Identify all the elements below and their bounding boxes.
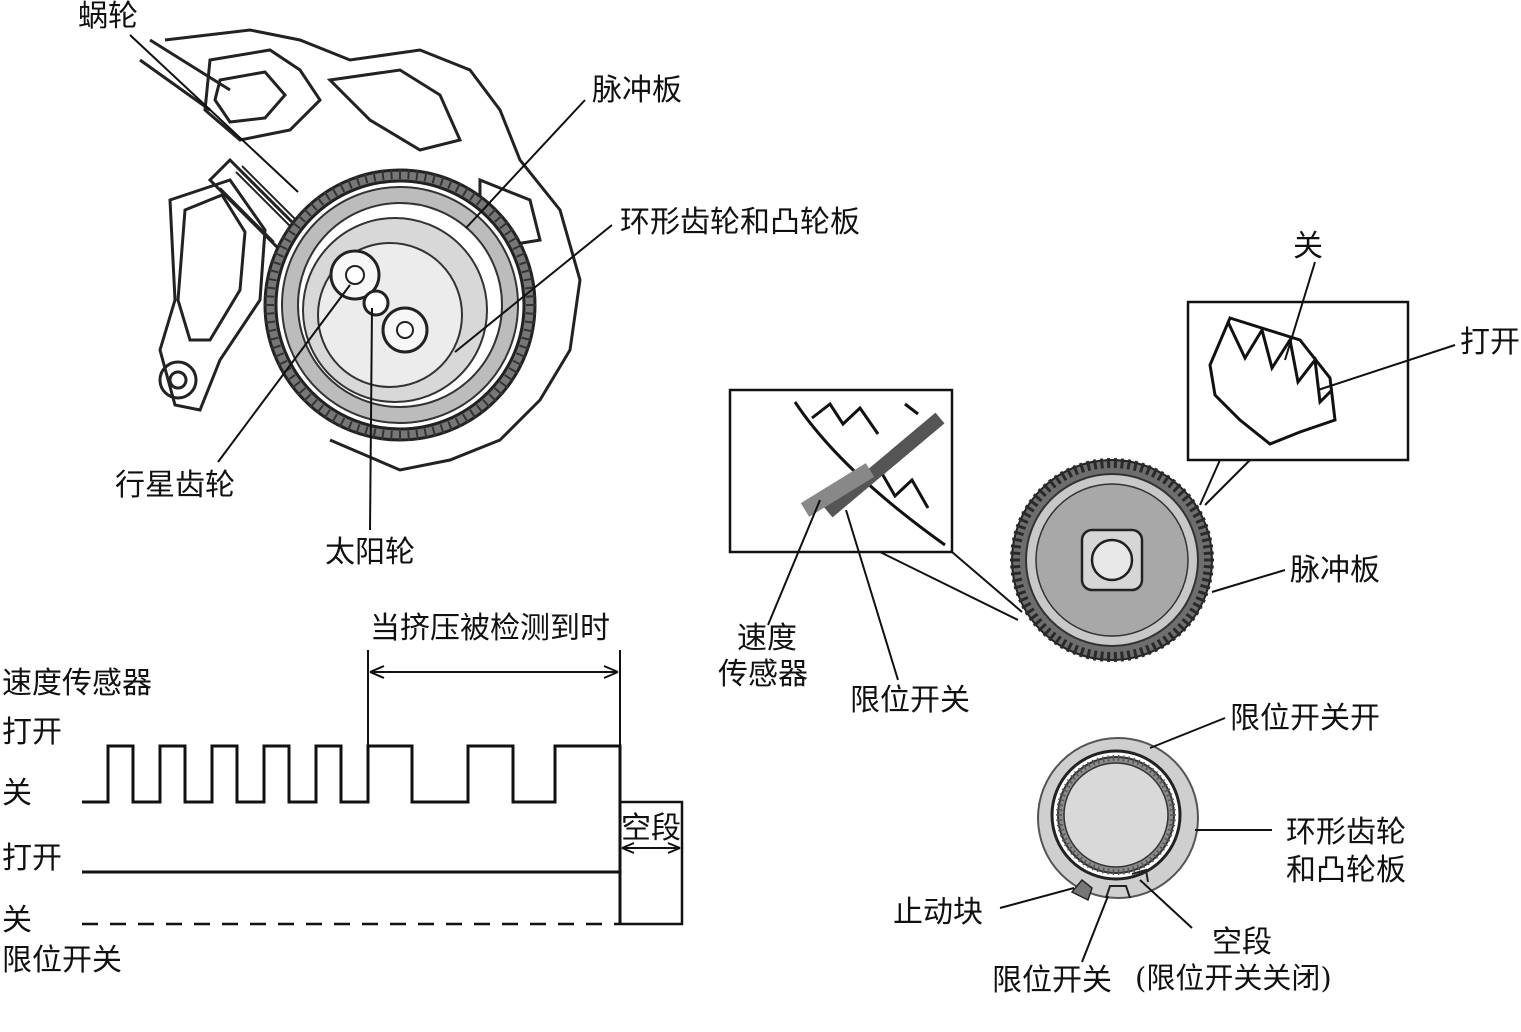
label-pulse-plate-right: 脉冲板 bbox=[1290, 553, 1380, 588]
pulse-plate-detail: 关 打开 速度 传感器 限位开关 脉冲板 bbox=[718, 229, 1520, 718]
gear-tooth bbox=[264, 313, 274, 314]
label-sun-gear: 太阳轮 bbox=[325, 535, 415, 570]
label-gap-note: (限位开关关闭) bbox=[1135, 961, 1332, 995]
gear-tooth bbox=[1203, 546, 1213, 547]
gear-tooth bbox=[408, 431, 409, 441]
gear-tooth bbox=[1101, 459, 1102, 469]
gear-tooth bbox=[265, 287, 275, 288]
sensor-zoom-box bbox=[730, 390, 952, 552]
gear-tooth bbox=[1011, 546, 1021, 547]
label-speed-close: 关 bbox=[2, 776, 32, 811]
gear-tooth bbox=[1094, 460, 1096, 470]
gear-tooth bbox=[382, 430, 383, 440]
gear-tooth bbox=[1128, 651, 1130, 661]
gear-tooth bbox=[265, 321, 275, 322]
label-speed-sensor-line2: 传感器 bbox=[718, 657, 808, 692]
gear-tooth bbox=[1108, 756, 1109, 762]
label-speed-sensor-line1: 速度 bbox=[737, 621, 797, 656]
gear-tooth bbox=[416, 170, 417, 180]
label-stopper: 止动块 bbox=[893, 895, 983, 930]
gear-tooth bbox=[1056, 820, 1062, 821]
label-ring-gear-cam-plate: 环形齿轮和凸轮板 bbox=[620, 205, 860, 240]
gear-tooth bbox=[1123, 756, 1124, 762]
gear-tooth bbox=[416, 430, 417, 440]
gear-tooth bbox=[1010, 553, 1020, 554]
regulator-assembly bbox=[140, 30, 580, 470]
label-ring-cam-line1: 环形齿轮 bbox=[1286, 815, 1406, 850]
label-limit-switch-mid: 限位开关 bbox=[850, 683, 970, 718]
gear-tooth bbox=[1204, 566, 1214, 567]
gear-tooth bbox=[1057, 804, 1063, 805]
label-limit-close: 关 bbox=[2, 903, 32, 938]
gear-tooth bbox=[1056, 810, 1062, 811]
speed-sensor-waveform bbox=[82, 746, 620, 924]
label-limit-open: 打开 bbox=[2, 841, 62, 876]
gear-tooth bbox=[1202, 579, 1212, 581]
label-ring-cam-line2: 和凸轮板 bbox=[1286, 853, 1406, 888]
gear-tooth bbox=[1169, 804, 1175, 805]
gear-tooth bbox=[526, 296, 536, 297]
label-limit-switch: 限位开关 bbox=[2, 943, 122, 978]
gear-tooth bbox=[1202, 539, 1212, 541]
label-limit-switch-on: 限位开关开 bbox=[1230, 701, 1380, 736]
label-worm-gear: 蜗轮 bbox=[78, 0, 138, 34]
gear-tooth bbox=[391, 431, 392, 441]
gear-tooth bbox=[408, 169, 409, 179]
gear-tooth bbox=[1057, 825, 1063, 826]
gear-tooth bbox=[1169, 825, 1175, 826]
gear-tooth bbox=[1122, 459, 1123, 469]
label-gap: 空段 bbox=[621, 811, 681, 846]
gear-tooth bbox=[382, 170, 383, 180]
gear-tooth bbox=[1128, 460, 1130, 470]
label-pulse-plate-top: 脉冲板 bbox=[592, 73, 682, 108]
gear-tooth bbox=[1012, 579, 1022, 581]
gear-tooth bbox=[391, 169, 392, 179]
label-planet-gear: 行星齿轮 bbox=[115, 468, 235, 503]
gear-tooth bbox=[525, 321, 535, 322]
label-zoom-open: 打开 bbox=[1460, 325, 1520, 360]
label-limit-switch-bottom: 限位开关 bbox=[992, 963, 1112, 998]
gear-tooth bbox=[1204, 553, 1214, 554]
ring-cam-detail: 限位开关开 环形齿轮 和凸轮板 止动块 空段 限位开关 (限位开关关闭) bbox=[893, 701, 1406, 998]
label-zoom-close: 关 bbox=[1293, 229, 1323, 264]
gear-tooth bbox=[1012, 539, 1022, 541]
gear-tooth bbox=[1122, 651, 1123, 661]
label-detect-span: 当挤压被检测到时 bbox=[370, 611, 610, 646]
gear-tooth bbox=[1170, 820, 1176, 821]
gear-tooth bbox=[1094, 651, 1096, 661]
timing-chart: 当挤压被检测到时 空段 速度传感器 打开 关 打开 关 限位开关 bbox=[2, 611, 682, 978]
label-speed-sensor: 速度传感器 bbox=[2, 666, 152, 701]
label-speed-open: 打开 bbox=[2, 715, 62, 750]
gear-tooth bbox=[1108, 869, 1109, 875]
gear-tooth bbox=[1010, 566, 1020, 567]
gear-tooth bbox=[264, 296, 274, 297]
gear-tooth bbox=[1170, 810, 1176, 811]
gear-tooth bbox=[526, 313, 536, 314]
gear-tooth bbox=[1123, 869, 1124, 875]
gear-tooth bbox=[1101, 651, 1102, 661]
gear-tooth bbox=[1011, 573, 1021, 574]
label-gap-ring: 空段 bbox=[1212, 925, 1272, 960]
gear-tooth bbox=[1203, 573, 1213, 574]
